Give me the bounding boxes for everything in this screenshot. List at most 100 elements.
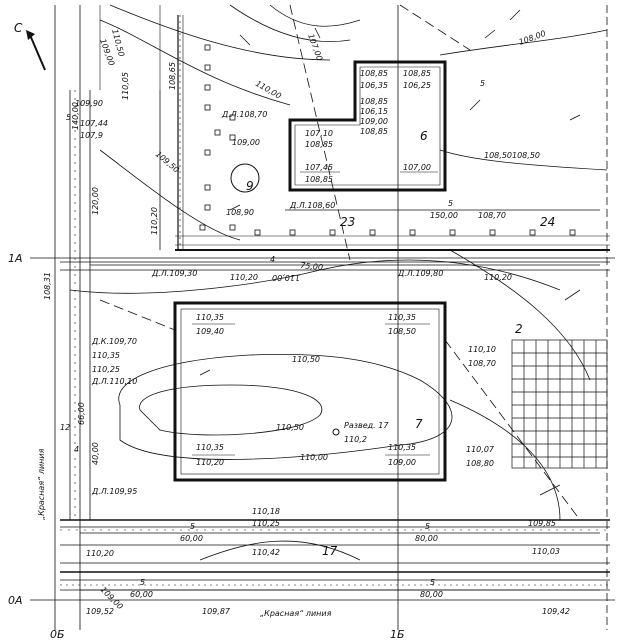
b7-mark: 110,35 [388,313,416,322]
contour-value: 108,00 [518,29,547,47]
dl-label: Д.Л.109,95 [91,487,137,496]
spot-mark: 108,70 [478,211,506,220]
slope-arrows [199,9,581,496]
dimension: 5 [425,522,430,531]
b6-mark: 108,85 [360,69,388,78]
spot-mark: 109,42 [542,607,570,616]
b6-mark: 107,00 [403,163,431,172]
b7-mark: 109,00 [388,458,416,467]
contour-value: 110,50 [276,423,304,432]
dimension: 5 [480,79,485,88]
spot-mark: 110,20 [484,273,512,282]
dimension: 5 [140,578,145,587]
label-17: 17 [322,544,338,558]
b7-mark: 108,50 [388,327,416,336]
dimension: 60,00 [130,590,153,599]
north-label: С [14,21,23,35]
spot-mark: 110,42 [252,548,280,557]
tree-markers [199,44,576,236]
b7-mark: 110,35 [388,443,416,452]
dimension: 150,00 [430,211,458,220]
dimension: 80,00 [415,534,438,543]
label-23: 23 [340,215,355,229]
b6-mark: 108,85 [360,97,388,106]
b6-mark: 109,00 [360,117,388,126]
building-9-number: 9 [246,179,254,193]
spot-mark: 110,35 [92,351,120,360]
b6-mark: 108,85 [305,140,333,149]
dl-label: Д.Л.109,80 [397,269,443,278]
spot-mark: 108,50 [512,151,540,160]
dimension: 75,00 [300,261,324,272]
b6-mark: 107,45 [305,163,333,172]
building-9: 9 [230,163,260,193]
b7-mark: 110,35 [196,443,224,452]
spot-mark: 110,05 [121,72,130,100]
dl-label: Д.Л.108,70 [221,110,267,119]
spot-mark: 4 [74,445,79,454]
axis-label-1A: 1А [8,252,23,265]
dimension: 60,00 [180,534,203,543]
dk-label: Д.К.109,70 [91,337,137,346]
spot-mark: 66,00 [77,402,86,425]
contour-value: 108,50 [484,151,512,160]
spot-mark: 110,07 [466,445,495,454]
dimension-lines [80,209,600,591]
spot-mark: 110,20 [230,273,258,282]
spot-mark: 110,25 [252,519,280,528]
spot-mark: 12 [60,423,70,432]
b6-mark: 107,10 [305,129,333,138]
b7-mark: 109,40 [196,327,224,336]
contour-value: 110,50 [292,355,320,364]
building-7-number: 7 [415,417,423,431]
spot-mark: 110,20 [150,207,159,235]
north-arrow: С [14,21,46,71]
contour-value: 107,00 [306,33,324,62]
spot-mark: 108,31 [43,272,52,300]
grid-axes [30,5,615,630]
red-line-bottom: „Красная“ линия [260,609,332,618]
contour-value: 109,50 [154,150,181,175]
building-6-number: 6 [420,129,428,143]
dimension: 4 [270,255,275,264]
spot-mark: 109,52 [86,607,114,616]
dashed-lines [99,4,581,521]
spot-mark: 108,65 [168,62,177,90]
building-7: 7 110,35 109,40 110,35 108,50 110,35 110… [173,301,447,482]
label-24: 24 [540,215,555,229]
contour-value: 110,00 [254,79,283,101]
dl-label: Д.Л.108,60 [289,201,335,210]
b6-mark: 108,85 [305,175,333,184]
spot-mark: 110,25 [92,365,120,374]
roads [60,5,610,591]
razved-label: Развед. 17 [344,421,389,430]
contour-value: 110,00 [272,273,300,282]
spot-mark: 109,87 [202,607,231,616]
razved-value: 110,2 [344,435,367,444]
spot-mark: 108,70 [468,359,496,368]
b6-mark: 106,25 [403,81,431,90]
b6-mark: 106,15 [360,107,388,116]
b6-mark: 106,35 [360,81,388,90]
spot-mark: 107,9 [80,131,103,140]
dimension: 5 [430,578,435,587]
spot-mark: 107,44 [80,119,108,128]
spot-mark: 110,03 [532,547,560,556]
building-6: 6 108,85 106,35 108,85 106,25 108,85 106… [288,60,447,192]
axis-label-0B: 0Б [50,628,65,641]
spot-mark: 110,20 [86,549,114,558]
red-line-left: „Красная“ линия [37,448,46,520]
spot-mark: 108,90 [226,208,254,217]
dl-label: Д.Л.109,30 [151,269,197,278]
dimension: 5 [190,522,195,531]
b7-mark: 110,35 [196,313,224,322]
axis-label-1B: 1Б [390,628,405,641]
spot-mark: 140,00 [71,102,80,130]
b6-mark: 108,85 [403,69,431,78]
axis-label-0A: 0А [8,594,23,607]
ruler-strips [60,15,610,586]
sports-field [511,339,608,469]
dl-label: Д.Л.110,10 [91,377,137,386]
spot-mark: 109,90 [75,99,103,108]
label-2: 2 [515,322,523,336]
